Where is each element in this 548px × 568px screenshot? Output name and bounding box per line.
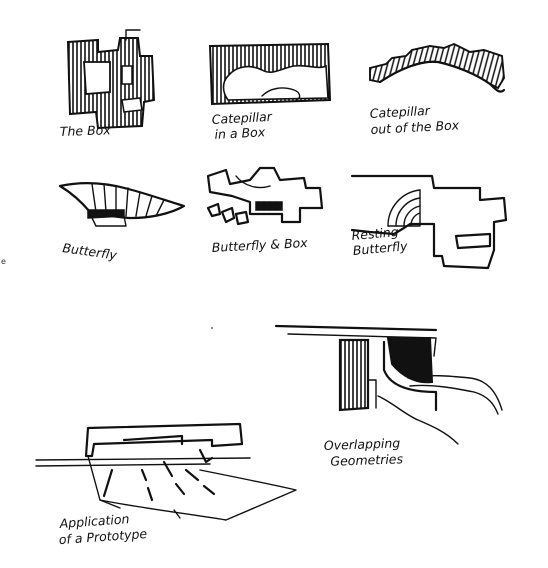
label-overlapping-geometries: Overlapping Geometries <box>324 435 405 469</box>
label-catepillar-in-box: Catepillar in a Box <box>211 109 277 142</box>
the-box-sketch <box>66 29 156 130</box>
label-application-of-prototype: Application of a Prototype <box>57 510 148 547</box>
label-the-box: The Box <box>60 122 112 139</box>
application-of-prototype-sketch <box>35 422 297 521</box>
label-catepillar-out-of-box: Catepillar out of the Box <box>369 101 460 137</box>
overlapping-geometries-sketch <box>274 324 503 445</box>
catepillar-out-of-box-sketch <box>369 42 506 93</box>
butterfly-and-box-sketch <box>206 166 324 226</box>
catepillar-in-box-sketch <box>208 42 332 106</box>
butterfly-sketch <box>58 181 186 227</box>
stray-dot <box>211 327 213 329</box>
margin-mark: e <box>1 257 6 266</box>
resting-butterfly-sketch <box>350 174 508 270</box>
label-butterfly: Butterfly <box>62 240 119 263</box>
label-resting-butterfly: Resting Butterfly <box>351 223 409 258</box>
label-butterfly-and-box: Butterfly & Box <box>211 235 308 255</box>
